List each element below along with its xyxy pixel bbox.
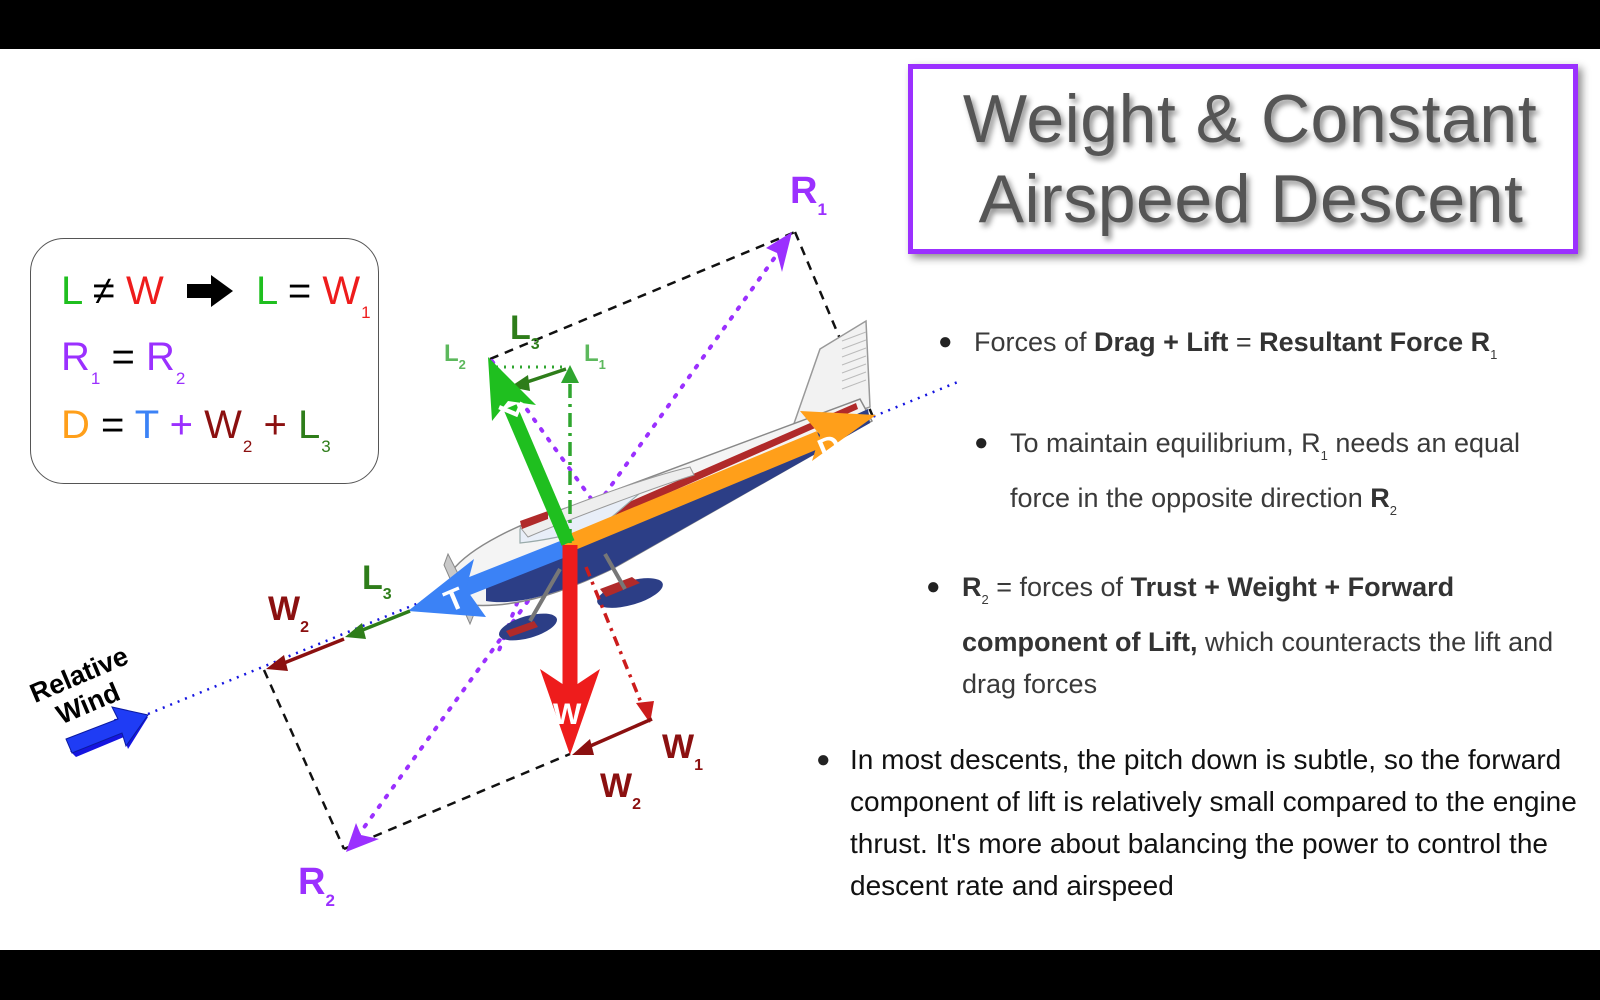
r1-arrowhead xyxy=(766,232,792,272)
bullet-dot: ● xyxy=(974,429,989,456)
bullet-r2-forces: ● R2 = forces of Trust + Weight + Forwar… xyxy=(926,566,1562,705)
equation-row-3: D = T + W2 + L3 xyxy=(61,400,331,456)
slide: Relative Wind L D T W R1 R2 L3 L2 L1 L3 … xyxy=(0,49,1600,950)
drag-arrow xyxy=(561,411,876,553)
l2-label: L2 xyxy=(444,340,466,372)
eq1-equals: = xyxy=(287,269,312,313)
l1-label: L1 xyxy=(584,340,606,372)
eq3-l3: L3 xyxy=(297,403,331,456)
eq3-plus-1: + xyxy=(169,403,193,447)
resultant-r1-line xyxy=(568,237,790,545)
title-line-2: Airspeed Descent xyxy=(978,161,1524,237)
eq1-w1: W1 xyxy=(322,269,371,322)
eq3-drag: D xyxy=(61,403,90,447)
w1-label: W1 xyxy=(662,728,703,774)
eq3-plus-2: + xyxy=(263,403,287,447)
weight-w1-component xyxy=(584,566,654,723)
bullet-dot: ● xyxy=(816,746,831,773)
eq2-r2: R2 xyxy=(145,335,186,388)
drag-lift-diagonal xyxy=(490,359,602,513)
weight-w2-bottom xyxy=(572,717,653,755)
eq1-not-equal: ≠ xyxy=(92,269,115,313)
eq3-w2: W2 xyxy=(204,403,253,456)
eq2-equals: = xyxy=(111,335,135,379)
equation-row-2: R1 = R2 xyxy=(61,332,186,388)
thrust-arrow xyxy=(408,539,572,617)
r1-label: R1 xyxy=(790,170,827,219)
bullet-descent-note: ● In most descents, the pitch down is su… xyxy=(816,739,1590,907)
title-line-1: Weight & Constant xyxy=(962,81,1538,157)
eq1-lift: L xyxy=(61,269,82,313)
equation-row-1: L ≠ W L = W1 xyxy=(61,266,371,322)
r2-label: R2 xyxy=(298,861,335,910)
eq3-thrust: T xyxy=(134,403,159,447)
bullet-dot: ● xyxy=(926,573,941,600)
l3-top-label: L3 xyxy=(510,309,540,353)
eq1-weight: W xyxy=(125,269,164,313)
weight-arrow-letter: W xyxy=(553,698,582,731)
title-box: Weight & Constant Airspeed Descent xyxy=(908,64,1578,254)
force-diagram: Relative Wind L D T W R1 R2 L3 L2 L1 L3 … xyxy=(26,170,960,910)
w2-left-label: W2 xyxy=(268,590,309,636)
bullet-equilibrium: ● To maintain equilibrium, R1 needs an e… xyxy=(974,422,1570,532)
airplane-icon xyxy=(443,319,874,641)
bullet-resultant-force: ● Forces of Drag + Lift = Resultant Forc… xyxy=(938,321,1594,376)
eq2-r1: R1 xyxy=(61,335,101,388)
lift-arrow xyxy=(488,357,575,546)
weight-arrow xyxy=(540,545,600,755)
l3-left-label: L3 xyxy=(362,559,392,603)
w2-bottom-label: W2 xyxy=(600,767,641,813)
lift-l1-component xyxy=(561,365,579,543)
bullet-dot: ● xyxy=(938,328,953,355)
relative-wind-arrow-icon xyxy=(65,706,149,757)
equation-box: L ≠ W L = W1 R1 = R2 D = T + W2 + L3 xyxy=(30,238,379,484)
right-arrow-icon xyxy=(185,271,235,321)
r2-arrowhead xyxy=(346,823,379,852)
lift-l3-left xyxy=(345,609,411,639)
eq1-lift-2: L xyxy=(255,269,277,313)
eq3-equals: = xyxy=(101,403,125,447)
weight-w2-left xyxy=(266,637,345,671)
